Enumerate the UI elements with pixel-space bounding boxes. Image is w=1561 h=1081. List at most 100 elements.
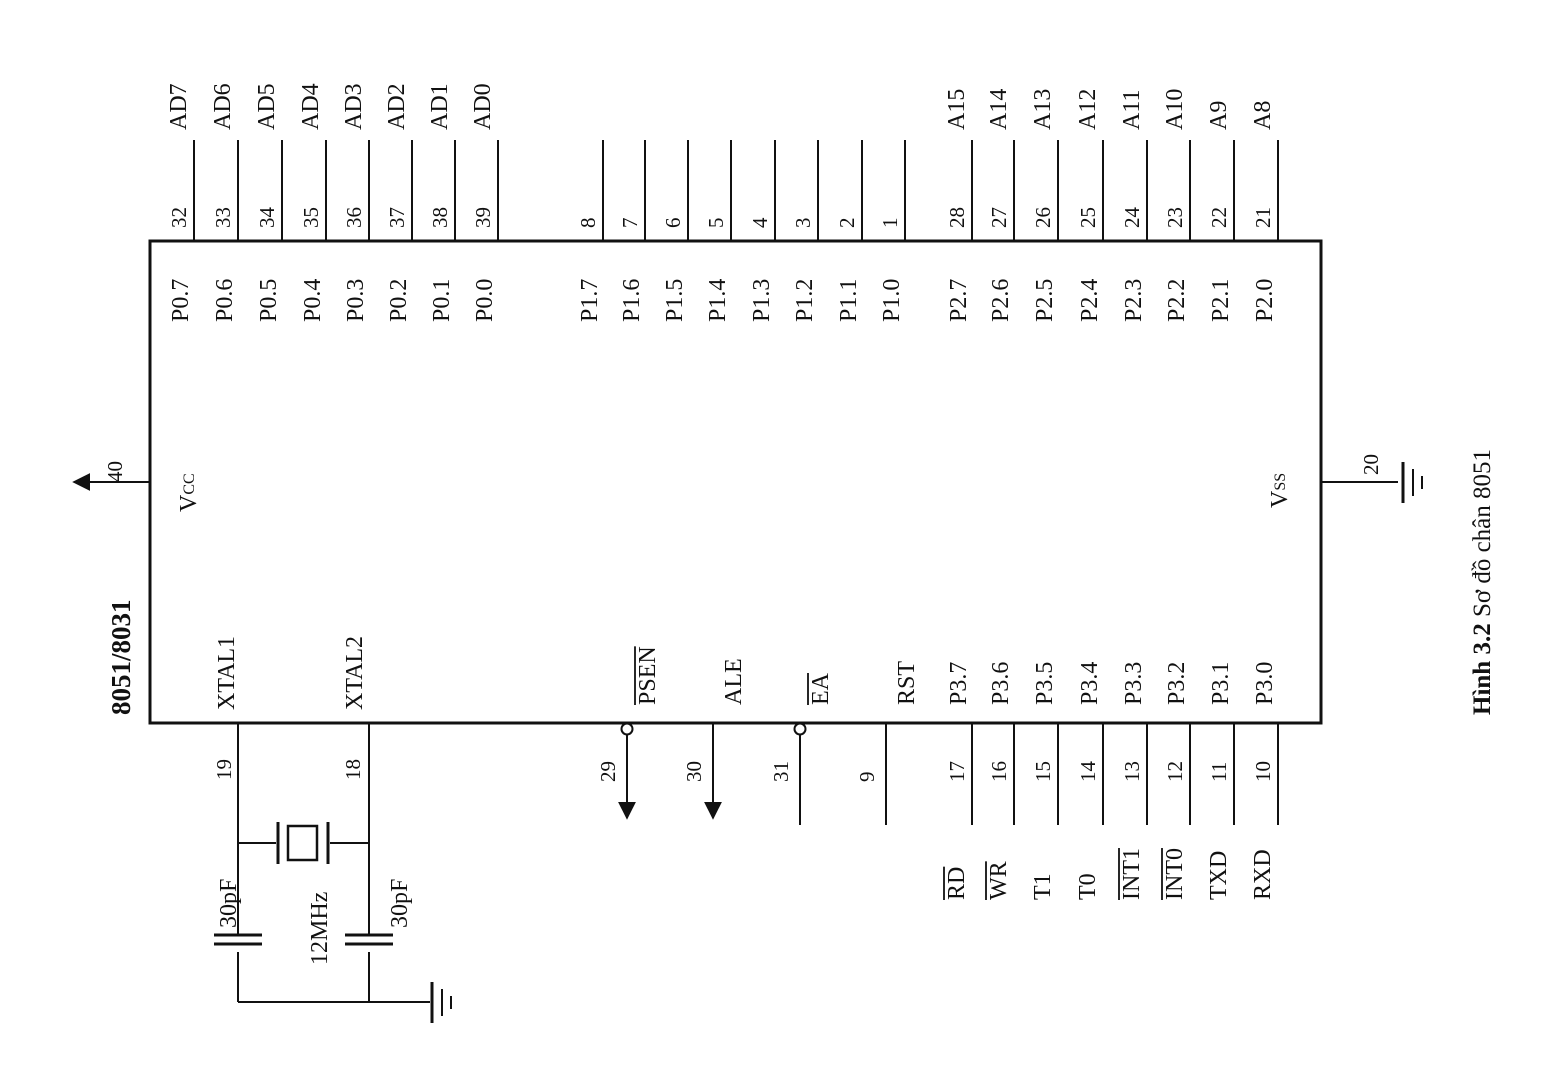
pin-signal: AD3 (341, 83, 367, 130)
pin-number: 23 (1163, 207, 1187, 228)
pin-number: 10 (1251, 761, 1275, 782)
capacitor-icon (345, 933, 393, 946)
pin-number: 39 (471, 207, 495, 228)
pin-signal: RXD (1250, 849, 1276, 900)
cap2-label: 30pF (387, 879, 413, 928)
pin-name: P0.2 (386, 279, 412, 322)
pin-number: 8 (576, 218, 600, 229)
pin-name: P3.3 (1121, 662, 1147, 705)
figure-number: Hình 3.2 (1469, 623, 1496, 715)
pin-name: P2.7 (946, 279, 972, 322)
pin-number: 37 (385, 207, 409, 228)
pin-ALE: 30 ALE (682, 658, 747, 820)
cap1-label: 30pF (216, 879, 242, 928)
pin-number: 14 (1076, 761, 1100, 783)
pin-name: P3.4 (1077, 662, 1103, 705)
port3-pins: P3.717RDP3.616WRP3.515T1P3.414T0P3.313IN… (943, 662, 1279, 900)
pin-name: RST (894, 661, 920, 705)
pin-signal: T0 (1075, 873, 1101, 900)
pin-name: P2.5 (1032, 279, 1058, 322)
pin-name: P3.0 (1252, 662, 1278, 705)
pin-signal: A10 (1162, 89, 1188, 130)
port0-pins: 32P0.7AD733P0.6AD634P0.5AD535P0.4AD436P0… (166, 83, 499, 322)
crystal-icon (276, 822, 330, 864)
pin-name: P2.2 (1164, 279, 1190, 322)
pin-number: 28 (945, 207, 969, 228)
pin-number: 13 (1120, 761, 1144, 782)
vcc-pin-number: 40 (103, 461, 127, 482)
pin-P1.2: 3P1.2 (791, 140, 819, 322)
pin-signal: A8 (1250, 101, 1276, 130)
active-low-bubble (793, 722, 807, 736)
pin-number: 5 (704, 218, 728, 229)
pin-number: 16 (987, 761, 1011, 782)
pin-signal: AD0 (470, 83, 496, 130)
pin-signal: AD7 (166, 83, 192, 130)
pin-signal: AD4 (298, 83, 324, 130)
pin-name: P3.5 (1032, 662, 1058, 705)
port2-pins: 28P2.7A1527P2.6A1426P2.5A1325P2.4A1224P2… (944, 89, 1279, 322)
pin-P1.0: 1P1.0 (878, 140, 906, 322)
pin-name: P2.1 (1208, 279, 1234, 322)
vcc-supply: 40 VCC (72, 461, 202, 512)
pin-name: P1.4 (705, 279, 731, 322)
figure-caption: Hình 3.2 Sơ đồ chân 8051 (1469, 449, 1496, 715)
pin-number: 33 (211, 207, 235, 228)
pin-number: 15 (1031, 761, 1055, 782)
active-low-bubble (620, 722, 634, 736)
pin-signal: A9 (1206, 101, 1232, 130)
pin-signal: A11 (1119, 90, 1145, 130)
pin-P1.1: 2P1.1 (835, 140, 863, 322)
pin-name: P1.1 (836, 279, 862, 322)
pin-number: 1 (878, 218, 902, 229)
pin-name: P1.6 (619, 279, 645, 322)
chip-title: 8051/8031 (106, 599, 136, 715)
pin-number: 36 (342, 207, 366, 228)
pin-signal: A15 (944, 89, 970, 130)
pin-name: P2.3 (1121, 279, 1147, 322)
pin-name: P2.6 (988, 279, 1014, 322)
pin-number: 35 (299, 207, 323, 228)
pin-P1.3: 4P1.3 (748, 140, 776, 322)
pin-signal: T1 (1030, 873, 1056, 900)
pin-name: P0.5 (256, 279, 282, 322)
pin-name: P1.7 (577, 279, 603, 322)
pin-number: 17 (945, 761, 969, 782)
xtal2-label: XTAL2 (342, 636, 368, 710)
pin-signal: WR (986, 861, 1012, 900)
pin-name: P1.2 (792, 279, 818, 322)
pin-name: P3.6 (988, 662, 1014, 705)
pin-name: ALE (721, 658, 747, 705)
pin-number: 30 (682, 761, 706, 782)
xtal1-label: XTAL1 (214, 636, 240, 710)
pin-name: P0.0 (472, 279, 498, 322)
pin-P1.5: 6P1.5 (661, 140, 689, 322)
pin-number: 31 (769, 761, 793, 782)
pin-name: P0.1 (429, 279, 455, 322)
pin-signal: A14 (986, 89, 1012, 130)
pin-number: 38 (428, 207, 452, 228)
pin-number: 3 (791, 218, 815, 229)
pin-signal: AD5 (254, 83, 280, 130)
pin-number: 21 (1251, 207, 1275, 228)
